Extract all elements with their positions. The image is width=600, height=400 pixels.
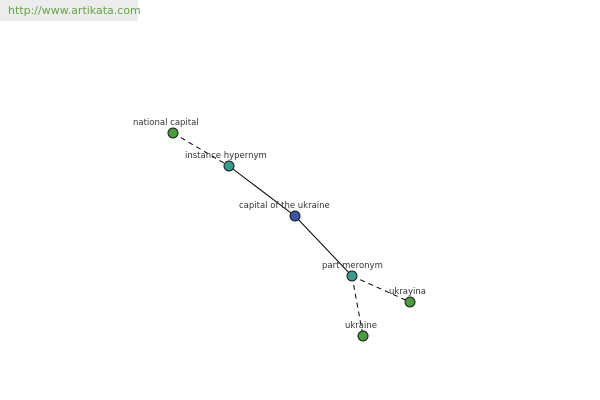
edge-part-meronym-to-ukrayina: [351, 275, 411, 303]
graph-labels: national capital instance hypernym capital…: [133, 118, 426, 331]
node-ukrayina[interactable]: [404, 296, 416, 308]
node-label-capital-of-the-ukraine[interactable]: capital of the ukraine: [239, 201, 330, 211]
node-label-ukraine[interactable]: ukraine: [345, 321, 377, 331]
node-label-ukrayina[interactable]: ukrayina: [389, 287, 426, 297]
node-label-instance-hypernym[interactable]: instance hypernym: [185, 151, 267, 161]
node-part-meronym[interactable]: [346, 270, 358, 282]
edge-capital-of-the-ukraine-to-part-meronym: [294, 215, 353, 277]
graph-nodes: [167, 127, 416, 342]
node-label-national-capital[interactable]: national capital: [133, 118, 199, 128]
node-capital-of-the-ukraine[interactable]: [289, 210, 301, 222]
node-ukraine[interactable]: [357, 330, 369, 342]
node-instance-hypernym[interactable]: [223, 160, 235, 172]
artikata-watermark[interactable]: http://www.artikata.com: [0, 0, 141, 21]
edge-instance-hypernym-to-capital-of-the-ukraine: [228, 165, 296, 217]
edge-part-meronym-to-ukraine: [351, 275, 364, 337]
edge-national-capital-to-instance-hypernym: [172, 132, 230, 167]
node-label-part-meronym[interactable]: part meronym: [322, 261, 383, 271]
graph-edges: [172, 132, 411, 337]
node-national-capital[interactable]: [167, 127, 179, 139]
